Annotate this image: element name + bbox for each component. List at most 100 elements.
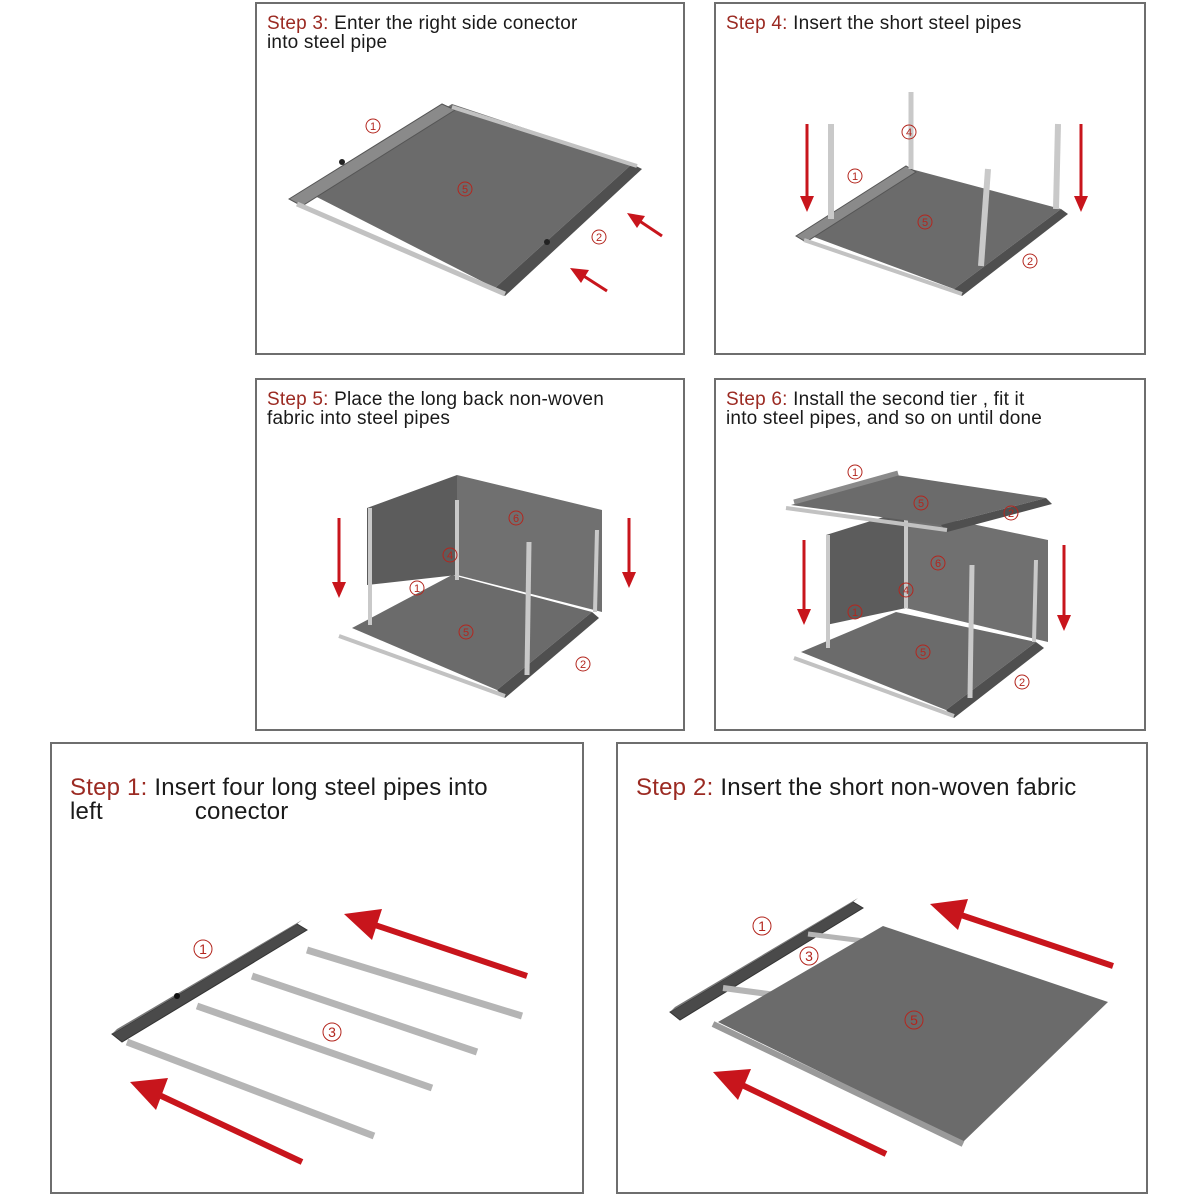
part-2-label: 2 [596,232,602,244]
step-6-panel: Step 6: Install the second tier , fit it… [714,378,1146,731]
right-connector [495,164,642,296]
part-1-marker: 1 [847,168,863,184]
step-1-title: Step 1: Insert four long steel pipes int… [70,776,572,824]
step-label: Step 5: [267,389,329,410]
right-connector [954,209,1068,296]
left-connector [795,165,917,243]
front-steel-pipe [296,201,506,297]
part-6-marker: 6 [930,555,946,571]
part-2-marker: 2 [591,229,607,245]
step-text-line2-end: conector [194,798,289,825]
step-2-title: Step 2: Insert the short non-woven fabri… [636,776,1136,800]
front-steel-pipe [803,238,963,296]
long-steel-pipe [305,946,524,1020]
part-5-label: 5 [918,498,924,510]
front-steel-pipe [338,634,506,698]
part-4-label: 4 [903,585,909,597]
short-fabric-panel [718,926,1108,1142]
left-connector-top [670,898,858,1012]
steel-pipe [1032,559,1038,643]
step-3-title: Step 3: Enter the right side conector in… [267,14,673,52]
part-4-label: 4 [906,127,912,139]
part-1-label: 1 [758,918,766,934]
back-fabric-left [367,475,457,585]
part-1-label: 1 [852,467,858,479]
part-5-marker: 5 [457,181,473,197]
step-text: Install the second tier , fit it [787,389,1025,410]
step-3-illustration: 1 5 2 [288,103,663,297]
step-1-illustration: 1 3 [111,909,528,1165]
fabric-panel [307,104,632,288]
part-3-label: 3 [328,1024,336,1040]
step-text-line2: into steel pipe [267,32,388,53]
part-1-label: 1 [852,171,858,183]
step-text: Place the long back non-woven [328,389,604,410]
red-arrow-icon [627,213,663,238]
step-4-title: Step 4: Insert the short steel pipes [726,14,1134,33]
red-arrow-icon [622,518,636,588]
step-4-panel: Step 4: Insert the short steel pipes 4 1… [714,2,1146,355]
left-connector [669,901,864,1021]
step-2-illustration: 1 3 5 [669,898,1114,1157]
part-2-label: 2 [1008,508,1014,520]
fabric-panel [806,169,1061,289]
part-2-label: 2 [1019,677,1025,689]
step-text-line2: fabric into steel pipes [267,408,451,429]
short-steel-pipe [1053,123,1061,210]
part-5-label: 5 [920,647,926,659]
steel-pipe [593,529,599,613]
back-fabric-left [826,510,906,625]
red-arrow-icon [1074,124,1088,212]
part-6-label: 6 [513,513,519,525]
long-steel-pipe [125,1038,376,1140]
red-arrow-icon [800,124,814,212]
step-label: Step 3: [267,13,329,34]
part-2-label: 2 [580,659,586,671]
back-steel-pipe [451,105,638,168]
step-text: Insert the short non-woven fabric [713,774,1077,801]
connector-hole [339,159,345,165]
lower-right-connector [946,642,1044,718]
step-3-panel: Step 3: Enter the right side conector in… [255,2,685,355]
step-text: Enter the right side conector [328,13,578,34]
part-1-marker: 1 [193,939,213,959]
part-5-marker: 5 [915,644,931,660]
part-5-label: 5 [463,627,469,639]
part-1-label: 1 [199,941,207,957]
part-1-marker: 1 [752,916,772,936]
left-connector [111,923,308,1043]
lower-fabric-panel [801,612,1036,710]
part-5-label: 5 [462,184,468,196]
part-2-marker: 2 [1014,674,1030,690]
step-text: Insert four long steel pipes into [147,774,488,801]
red-arrow-icon [344,909,528,979]
part-2-marker: 2 [1022,253,1038,269]
left-connector-top [112,920,302,1034]
part-2-label: 2 [1027,256,1033,268]
part-5-marker: 5 [458,624,474,640]
part-4-marker: 4 [898,582,914,598]
part-4-marker: 4 [901,124,917,140]
step-5-title: Step 5: Place the long back non-woven fa… [267,390,673,428]
part-1-marker: 1 [365,118,381,134]
upper-left-connector [793,470,899,505]
step-4-illustration: 4 1 5 2 [795,92,1088,296]
red-arrow-icon [713,1069,888,1157]
part-4-label: 4 [447,550,453,562]
steel-pipe [967,564,975,699]
step-text: Insert the short steel pipes [787,13,1022,34]
part-6-marker: 6 [508,510,524,526]
part-5-marker: 5 [913,495,929,511]
step-2-panel: Step 2: Insert the short non-woven fabri… [616,742,1148,1194]
part-1-label: 1 [370,121,376,133]
part-5-label: 5 [922,217,928,229]
long-steel-pipe [195,1002,434,1092]
connector-hole [544,239,550,245]
part-1-marker: 1 [409,580,425,596]
part-5-marker: 5 [904,1010,924,1030]
part-5-marker: 5 [917,214,933,230]
base-right-connector [497,612,599,698]
step-6-illustration: 1 5 2 6 4 1 5 2 [785,464,1071,718]
red-arrow-icon [1057,545,1071,631]
step-text-line2: left [70,798,103,825]
